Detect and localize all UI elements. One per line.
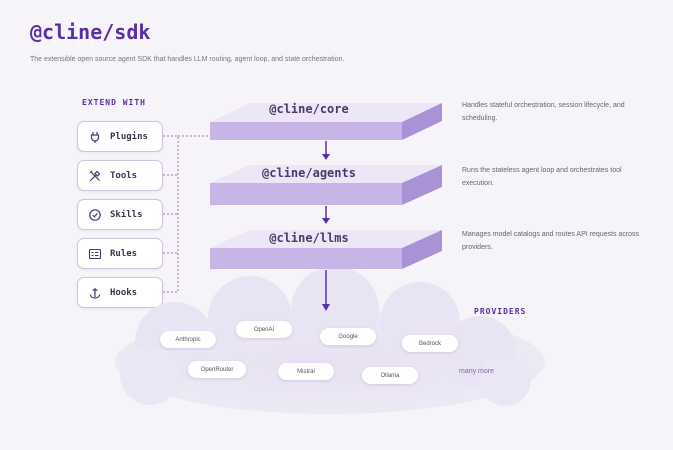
anchor-icon (89, 287, 101, 299)
extend-section-title: EXTEND WITH (82, 98, 146, 107)
extend-item-label: Plugins (110, 131, 148, 142)
layer-agents-description: Runs the stateless agent loop and orches… (462, 167, 622, 187)
list-icon (88, 248, 102, 259)
layer-core-label: @cline/core (269, 102, 349, 116)
extension-connector (163, 135, 208, 293)
provider-pill: Mistral (278, 363, 334, 380)
provider-pill: Bedrock (402, 335, 458, 352)
provider-pill: OpenRouter (188, 361, 246, 378)
layer-agents-block (210, 165, 442, 205)
provider-pill: Ollama (362, 367, 418, 384)
layer-llms-description: Manages model catalogs and routes API re… (462, 231, 640, 251)
providers-title: PROVIDERS (474, 307, 527, 316)
provider-pill: OpenAI (236, 321, 292, 338)
extend-item-rules: Rules (77, 238, 163, 269)
layer-core-block (210, 103, 442, 140)
extend-item-label: Rules (110, 248, 138, 259)
extend-item-label: Skills (110, 209, 143, 220)
extend-item-label: Tools (110, 170, 138, 181)
extend-item-plugins: Plugins (77, 121, 163, 152)
badge-check-icon (89, 208, 101, 221)
provider-pill: Google (320, 328, 376, 345)
page-subtitle: The extensible open source agent SDK tha… (30, 56, 345, 63)
layer-core-description: Handles stateful orchestration, session … (462, 102, 625, 122)
layer-llms-label: @cline/llms (269, 231, 349, 245)
extend-item-skills: Skills (77, 199, 163, 230)
plug-icon (90, 131, 100, 143)
extend-item-label: Hooks (110, 287, 138, 298)
layer-agents-label: @cline/agents (262, 166, 356, 180)
tools-icon (89, 170, 101, 181)
extend-item-tools: Tools (77, 160, 163, 191)
extend-item-hooks: Hooks (77, 277, 163, 308)
providers-more: many more (459, 368, 495, 375)
page-title: @cline/sdk (30, 20, 151, 44)
layer-llms-block (210, 230, 442, 269)
flow-arrows (322, 141, 330, 311)
provider-pill: Anthropic (160, 331, 216, 348)
